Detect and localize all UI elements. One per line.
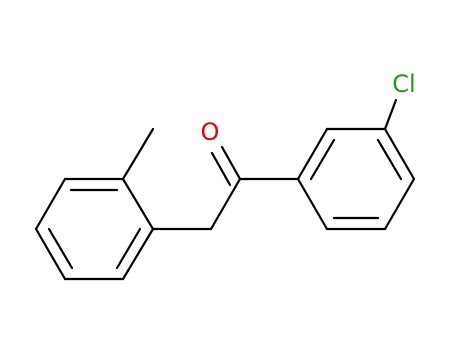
ring-bond bbox=[121, 177, 155, 231]
ring-bond bbox=[296, 177, 329, 231]
chlorine-atom-label: Cl bbox=[392, 70, 415, 98]
ring-bond bbox=[296, 127, 329, 181]
chlorophenyl-ring bbox=[296, 127, 416, 231]
tolyl-ring bbox=[34, 177, 155, 281]
ring-double-bond-inner bbox=[115, 227, 142, 270]
ring-bond bbox=[383, 127, 416, 181]
ring-bond bbox=[34, 177, 67, 231]
ring-double-bond-inner bbox=[376, 138, 403, 181]
ring-bond bbox=[383, 177, 416, 231]
chloro-bond bbox=[383, 98, 398, 131]
oxygen-atom-label: O bbox=[201, 118, 220, 146]
ring-double-bond-inner bbox=[309, 138, 336, 181]
carbonyl-group bbox=[210, 145, 242, 187]
ring-bond bbox=[34, 227, 67, 281]
ch2-carbonyl-bond bbox=[209, 177, 242, 231]
ring-double-bond-inner bbox=[47, 227, 74, 270]
ring-bond bbox=[121, 227, 155, 281]
methyl-bond bbox=[121, 127, 155, 181]
carbonyl-double-bond-a bbox=[220, 145, 242, 181]
carbonyl-double-bond-b bbox=[210, 151, 232, 187]
